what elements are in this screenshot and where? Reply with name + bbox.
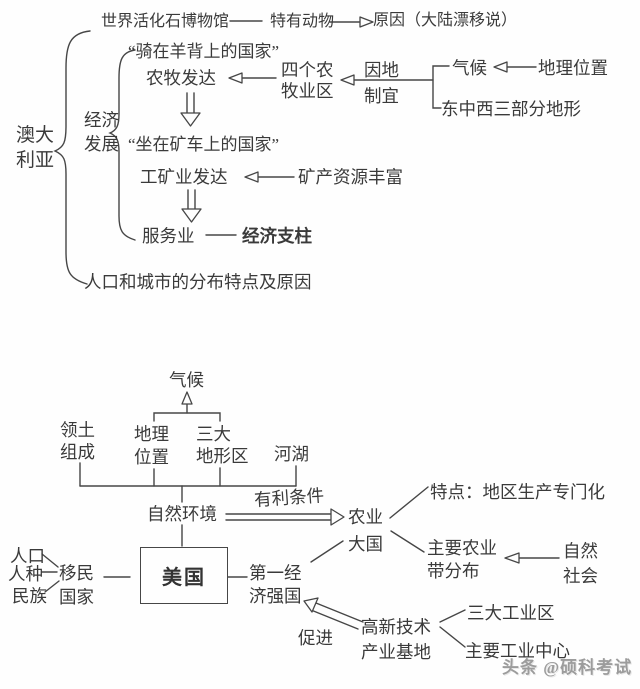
animals-reason-arrowhead — [359, 16, 374, 28]
node-immigrant-country: 移民 国家 — [59, 563, 94, 607]
population-immigrant-line — [41, 553, 59, 568]
australia-outer-brace — [53, 30, 91, 285]
location-climate-arrowhead — [493, 61, 508, 73]
node-mining-developed: 工矿业发达 — [140, 167, 228, 187]
node-service-industry: 服务业 — [142, 226, 195, 246]
node-economic-pillar: 经济支柱 — [242, 226, 312, 246]
climate-source-bracket — [153, 412, 221, 422]
ethnicity-immigrant-line — [44, 580, 60, 593]
node-population: 人口 — [10, 546, 45, 566]
node-climate-usa: 气候 — [169, 370, 204, 390]
node-climate-aus: 气候 — [452, 58, 487, 78]
node-sheep-back-quote: “骑在羊背上的国家” — [128, 42, 280, 61]
node-three-landform-zones: 三大 地形区 — [196, 424, 249, 466]
minerals-mining-arrowhead — [244, 171, 259, 183]
node-three-industrial-zones: 三大工业区 — [467, 603, 555, 623]
node-ethnicity: 民族 — [12, 586, 47, 606]
node-first-economic-power: 第一经 济强国 — [249, 563, 302, 606]
node-main-agricultural-belts: 主要农业 带分布 — [427, 538, 497, 581]
agri-belts-line — [390, 530, 425, 553]
node-unique-animals: 特有动物 — [270, 13, 335, 30]
node-rich-minerals: 矿产资源丰富 — [298, 167, 403, 187]
node-world-fossil-museum: 世界活化石博物馆 — [101, 13, 230, 30]
double-arrow-1-head — [180, 112, 201, 127]
node-main-industrial-centers: 主要工业中心 — [465, 641, 570, 661]
watermark-toutiao: 头条 @硕科考试 — [502, 658, 633, 677]
node-race: 人种 — [8, 564, 43, 584]
node-reason-continental-drift: 原因（大陆漂移说） — [373, 12, 518, 29]
double-arrow-2-head — [181, 208, 202, 223]
climate-up-arrowhead — [181, 391, 193, 405]
node-east-middle-west-terrain: 东中西三部分地形 — [441, 99, 581, 119]
node-rivers-lakes: 河湖 — [274, 444, 309, 464]
hightech-zones-line — [439, 609, 466, 623]
node-geographic-location-aus: 地理位置 — [538, 58, 608, 78]
firsteconomy-agri-line — [310, 540, 344, 563]
label-promote: 促进 — [298, 628, 333, 648]
usa-box-label: 美国 — [162, 567, 206, 589]
node-hightech-industry-base: 高新技术 产业基地 — [361, 617, 431, 662]
label-adapt-local-conditions: 因地 制宜 — [364, 60, 399, 106]
australia-connectors — [53, 16, 537, 285]
favorable-arrowhead — [330, 508, 345, 526]
node-territory-composition: 领土 组成 — [60, 420, 95, 462]
agri-feature-line — [389, 486, 429, 519]
node-australia-root: 澳大 利亚 — [16, 125, 55, 171]
node-geographic-location-usa: 地理 位置 — [134, 424, 169, 467]
node-natural-environment: 自然环境 — [147, 504, 217, 524]
adapt-arrowhead — [340, 74, 355, 86]
node-economic-development: 经济 发展 — [84, 110, 119, 154]
node-agricultural-power: 农业 大国 — [348, 507, 383, 554]
fourzones-agri-arrowhead — [228, 72, 243, 84]
node-four-farming-zones: 四个农 牧业区 — [281, 60, 334, 101]
node-mine-cart-quote: “坐在矿车上的国家” — [128, 135, 280, 154]
node-population-city-distribution: 人口和城市的分布特点及原因 — [84, 272, 312, 292]
node-natural-social-factors: 自然 社会 — [563, 541, 598, 586]
node-agriculture-developed: 农牧发达 — [146, 68, 216, 88]
natural-belts-arrowhead — [504, 552, 520, 564]
node-usa-box: 美国 — [140, 547, 228, 604]
promote-arrow-shaft-b — [310, 609, 359, 630]
usa-connectors — [41, 391, 560, 648]
promote-arrowhead — [303, 597, 319, 613]
node-regional-specialization: 特点：地区生产专门化 — [430, 482, 605, 502]
promote-arrow-shaft-a — [315, 602, 364, 623]
hightech-centers-line — [439, 626, 466, 648]
economy-inner-brace — [108, 49, 136, 241]
climate-terrain-bracket — [432, 65, 450, 109]
